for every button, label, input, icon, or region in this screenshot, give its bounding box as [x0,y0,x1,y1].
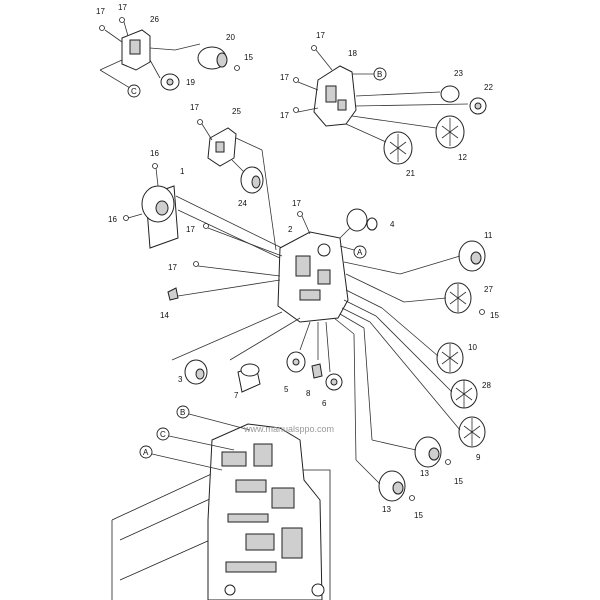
group-main-frame [167,208,378,323]
label-16-b: 16 [108,215,117,224]
callout-c-bottom [156,427,170,441]
part-15-screw-d [409,495,415,501]
label-17-b: 17 [118,3,127,12]
callout-a-bottom [139,445,153,459]
part-4-roller [346,208,368,232]
label-4: 4 [390,220,395,229]
label-callout-b-top: B [377,70,382,79]
label-17-a: 17 [96,7,105,16]
part-17-screw-d [293,77,299,83]
label-12: 12 [458,153,467,162]
part-14-clip [167,287,179,301]
label-15-a: 15 [244,53,253,62]
label-27: 27 [484,285,493,294]
part-26-detail [129,39,141,55]
part-15-screw-b [479,309,485,315]
label-6: 6 [322,399,327,408]
label-1: 1 [180,167,185,176]
label-23: 23 [454,69,463,78]
group-mid-left [197,119,277,251]
label-20: 20 [226,33,235,42]
label-17-g: 17 [292,199,301,208]
group-motor [123,163,287,261]
label-17-d: 17 [280,73,289,82]
group-lower-parts [171,311,343,393]
label-28: 28 [482,381,491,390]
label-5: 5 [284,385,289,394]
part-23-gear [440,85,460,103]
part-2-main-frame [277,231,349,323]
part-17-screw-e [293,107,299,113]
label-13-b: 13 [382,505,391,514]
callout-c-top [127,84,141,98]
label-22: 22 [484,83,493,92]
label-24: 24 [238,199,247,208]
label-17-f: 17 [190,103,199,112]
label-13-a: 13 [420,469,429,478]
label-callout-c-bottom: C [160,430,166,439]
label-callout-a-mid: A [357,248,363,257]
label-15-b: 15 [490,311,499,320]
label-3: 3 [178,375,183,384]
group-top-right [293,45,487,165]
part-number-labels: 17 17 26 20 15 19 C 17 18 17 17 B 23 22 … [96,3,499,520]
label-14: 14 [160,311,169,320]
group-bottom-assembly: www.manualsppo.com [111,405,334,600]
label-16-a: 16 [150,149,159,158]
label-17-e: 17 [280,111,289,120]
label-10: 10 [468,343,477,352]
part-17-screw-h [203,223,209,229]
label-2: 2 [288,225,293,234]
part-17-screw-f [197,119,203,125]
group-right-wheels [333,240,486,502]
label-17-c: 17 [316,31,325,40]
label-callout-a-bottom: A [143,448,149,457]
label-26: 26 [150,15,159,24]
label-11: 11 [484,231,493,240]
callout-a-mid [353,245,367,259]
label-7: 7 [234,391,239,400]
part-16-screw-a [152,163,158,169]
part-16-screw-b [123,215,129,221]
label-25: 25 [232,107,241,116]
label-19: 19 [186,78,195,87]
label-17-i: 17 [168,263,177,272]
label-9: 9 [476,453,481,462]
watermark-text: www.manualsppo.com [243,424,334,434]
label-callout-b-bottom: B [180,408,185,417]
part-17-screw-g [297,211,303,217]
part-15-screw-c [445,459,451,465]
label-15-c: 15 [454,477,463,486]
label-15-d: 15 [414,511,423,520]
label-17-h: 17 [186,225,195,234]
label-21: 21 [406,169,415,178]
part-17-screw-i [193,261,199,267]
part-17-screw-b [119,17,125,23]
label-8: 8 [306,389,311,398]
part-8-clip [311,363,323,379]
callout-b-bottom [176,405,190,419]
part-17-screw-a [99,25,105,31]
label-callout-c-top: C [131,87,137,96]
part-15-screw [234,65,240,71]
part-17-screw-c [311,45,317,51]
group-top-left [99,17,240,98]
label-18: 18 [348,49,357,58]
